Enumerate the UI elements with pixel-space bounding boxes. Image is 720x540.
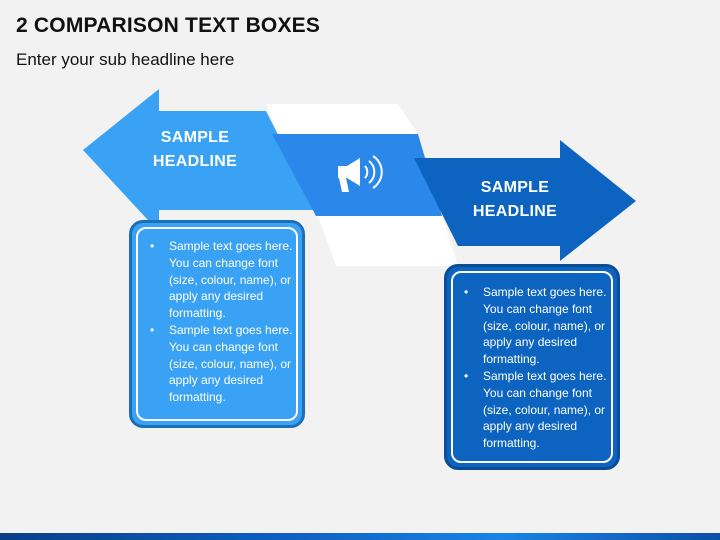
center-band-bottom [318,216,458,266]
right-bullet-list: Sample text goes here. You can change fo… [458,284,608,452]
right-arrow [414,140,636,261]
left-bullet-list: Sample text goes here. You can change fo… [144,238,294,406]
left-arrow [83,89,316,232]
right-text-box-inner-border [451,271,613,463]
right-headline: SAMPLE HEADLINE [440,176,590,224]
left-headline-line2: HEADLINE [152,153,238,170]
megaphone-icon [338,155,383,192]
right-headline-line2: HEADLINE [472,203,558,220]
left-bullet-2: Sample text goes here. You can change fo… [144,322,294,406]
left-headline: SAMPLE HEADLINE [120,126,270,174]
left-headline-line1: SAMPLE [160,129,230,146]
bottom-accent-bar [0,533,720,540]
left-bullet-1: Sample text goes here. You can change fo… [144,238,294,322]
left-text-box-inner-border [136,227,298,421]
center-band-top [266,104,418,134]
slide-title: 2 COMPARISON TEXT BOXES [16,14,321,37]
right-bullet-1: Sample text goes here. You can change fo… [458,284,608,368]
right-bullet-2: Sample text goes here. You can change fo… [458,368,608,452]
right-headline-line1: SAMPLE [480,179,550,196]
slide-subtitle: Enter your sub headline here [16,50,235,69]
